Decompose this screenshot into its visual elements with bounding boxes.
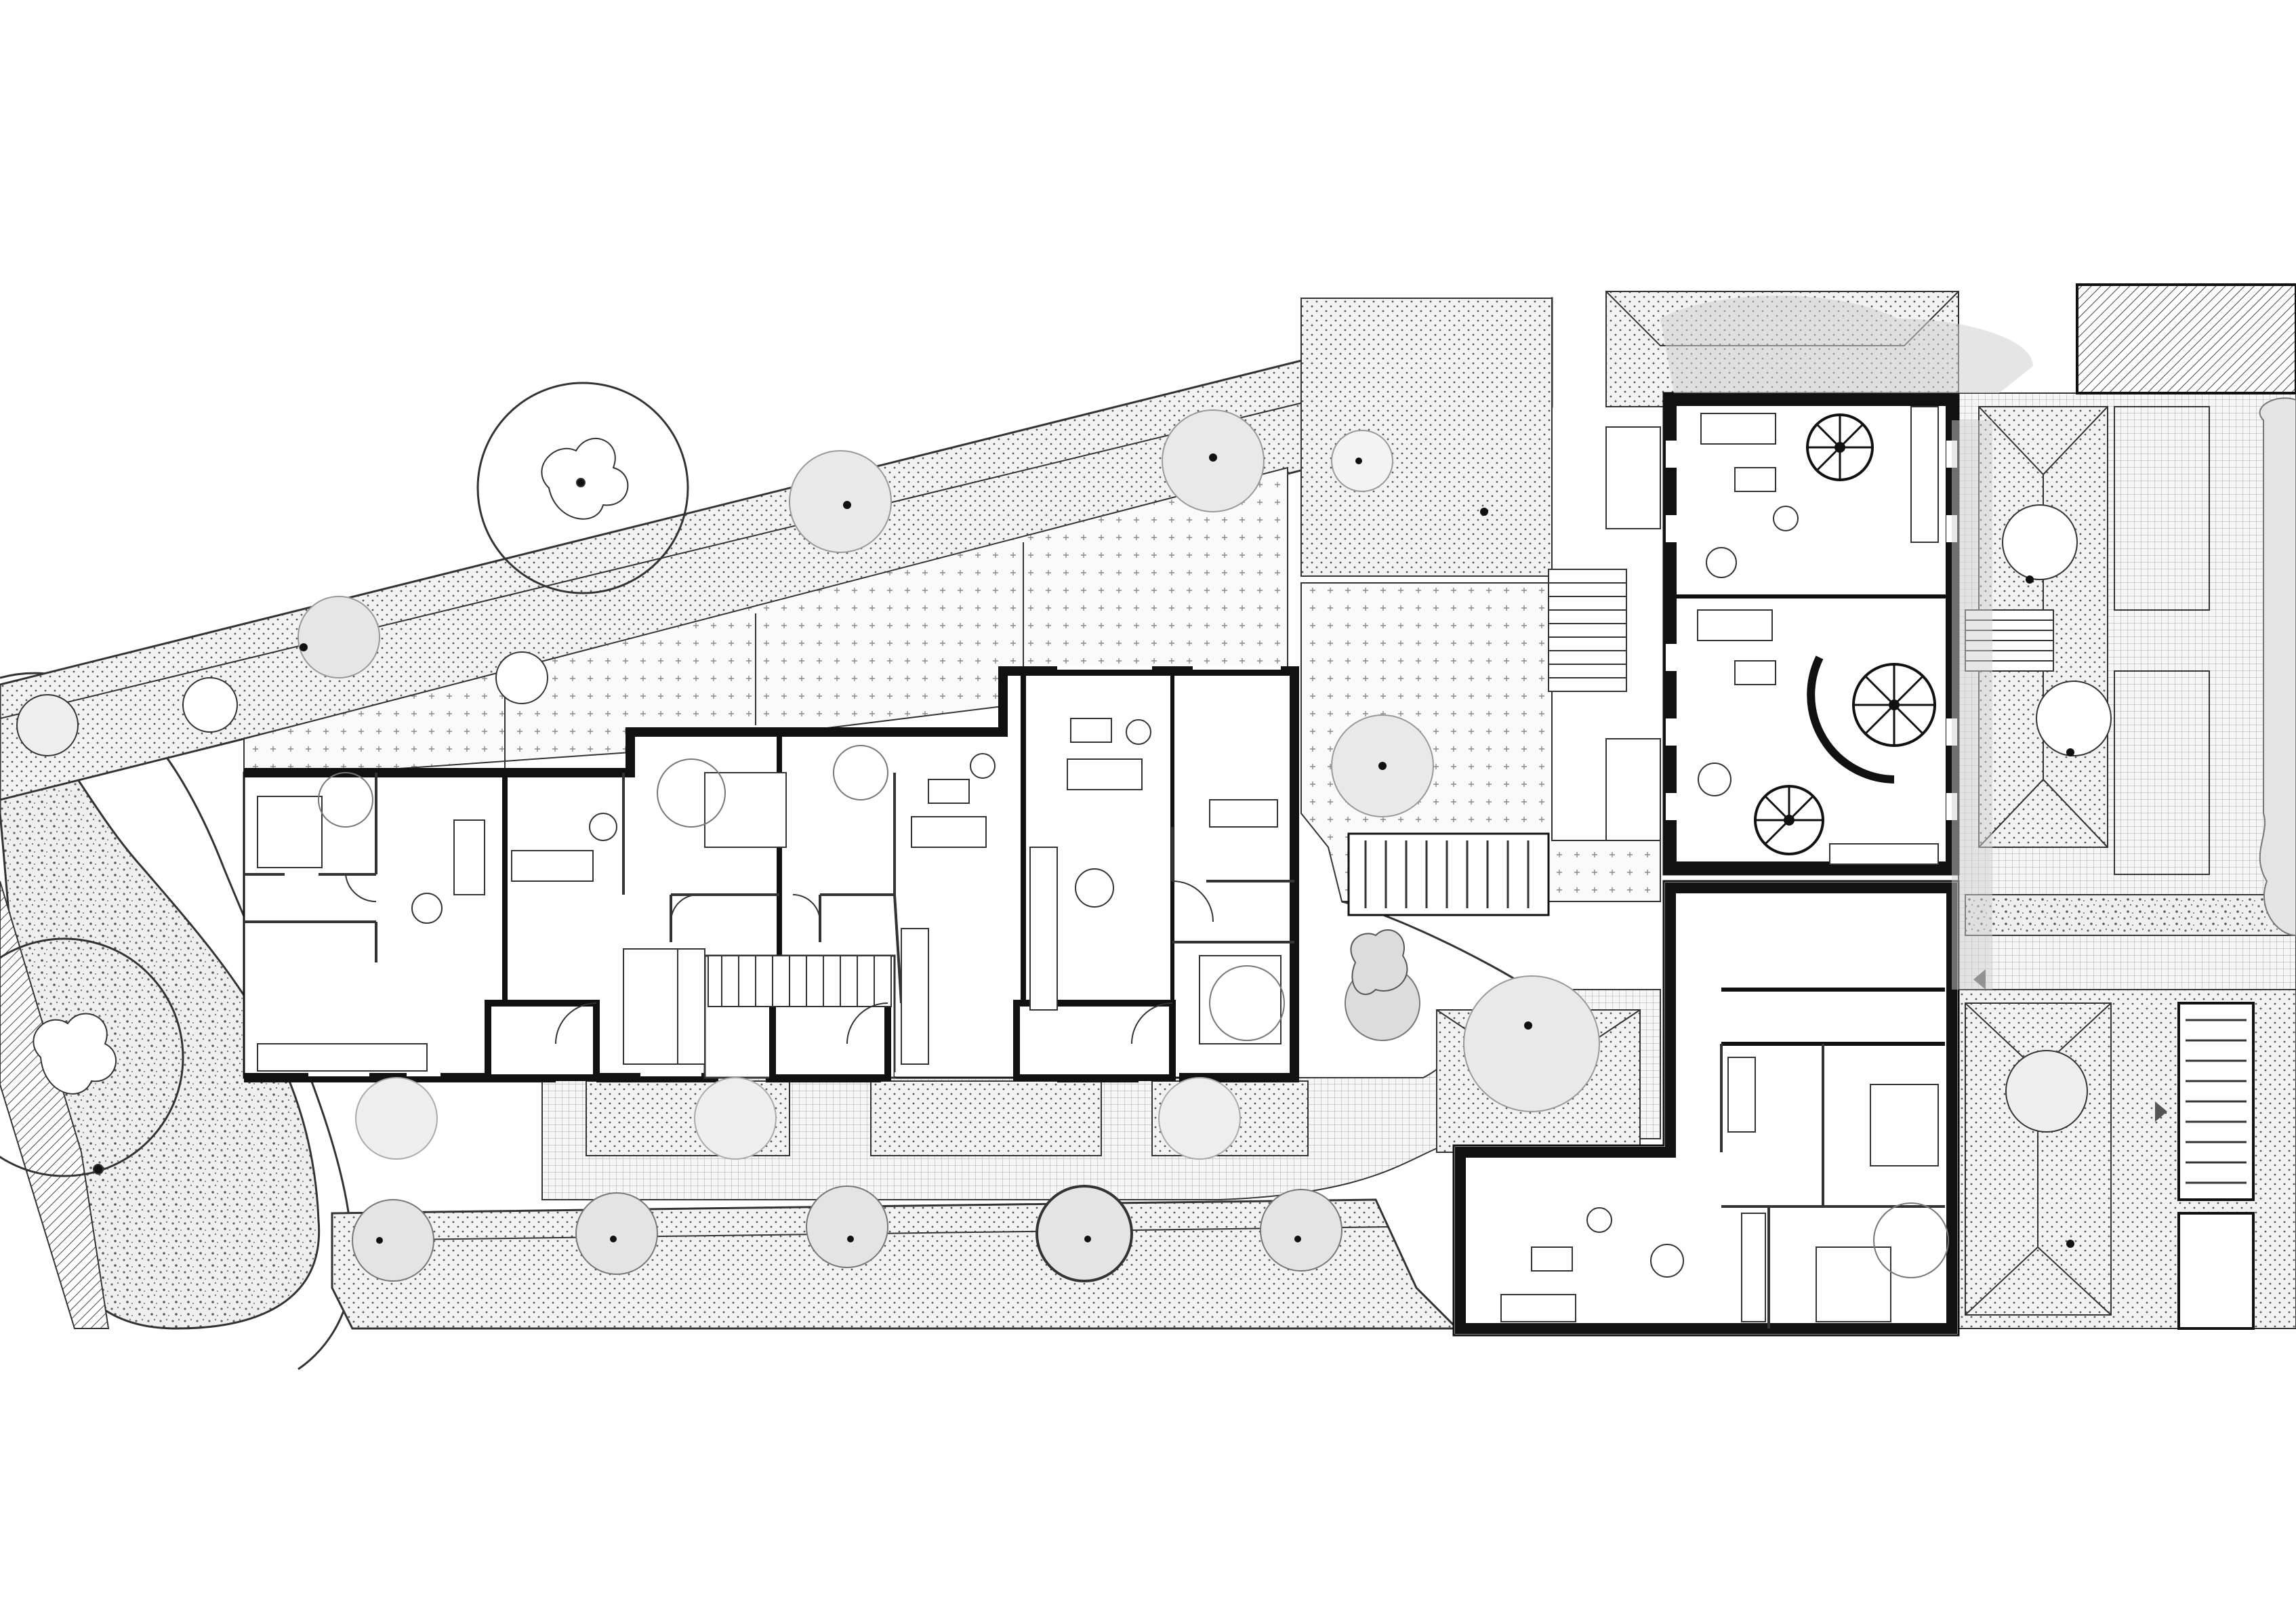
turning-circle-3 <box>1209 965 1285 1041</box>
tree-15 <box>694 1077 777 1160</box>
sofa-3 <box>911 816 987 848</box>
entry-niche-3 <box>769 1000 891 1081</box>
bed-4 <box>1199 955 1282 1044</box>
tower-sofa-2 <box>1697 609 1773 641</box>
annex-kitchen <box>1741 1213 1766 1322</box>
tree-9 <box>1463 975 1600 1112</box>
west-hatched-bank <box>0 880 110 1329</box>
bath-4 <box>1209 799 1278 828</box>
tower-west-porch-1 <box>1605 426 1661 529</box>
annex-turning-circle <box>1873 1202 1949 1278</box>
turning-circle-1 <box>657 758 726 828</box>
outbuilding-east-b <box>1965 1002 2112 1316</box>
sofa-4 <box>1067 758 1143 790</box>
tower-table-1 <box>1734 467 1776 492</box>
chair-4 <box>1126 719 1151 745</box>
sofa-1 <box>453 819 485 895</box>
east-planter-a <box>2114 406 2210 611</box>
east-stone-bed <box>1965 894 2296 936</box>
tower-dining-2 <box>1698 763 1731 796</box>
spiral-stair-2 <box>1807 655 1936 784</box>
arrow-right-east <box>2155 1101 2167 1122</box>
west-row-houses <box>243 666 1299 1082</box>
annex-bed-1 <box>1870 1084 1939 1166</box>
dining-table-3 <box>970 753 996 779</box>
dining-table-2 <box>589 813 617 841</box>
windows <box>308 666 1281 1076</box>
tower-entrance-steps <box>1548 569 1627 692</box>
tree-7 <box>16 694 79 756</box>
entry-niche-4 <box>1013 1000 1176 1081</box>
east-garage <box>2076 283 2296 394</box>
north-strip-line <box>0 342 1553 719</box>
turning-circle-2 <box>833 745 888 800</box>
tree-large-w <box>0 937 184 1177</box>
table-3 <box>928 779 970 804</box>
tree-large-nw <box>476 382 689 594</box>
annex-partitions <box>1720 1044 1945 1328</box>
tower-kitchen-1 <box>1910 406 1939 543</box>
annex-dining <box>1650 1244 1684 1278</box>
tower-west-porch-2 <box>1605 738 1661 841</box>
tree-5 <box>495 651 548 704</box>
shadow-wash-east <box>1952 420 1992 990</box>
tree-12 <box>2036 681 2112 756</box>
annex-chair <box>1586 1207 1612 1233</box>
shrub-cluster-courtyard <box>1350 929 1408 996</box>
bed-2 <box>704 772 787 848</box>
tree-16 <box>1158 1077 1241 1160</box>
table-4 <box>1070 718 1112 743</box>
annex-bath <box>1727 1057 1756 1133</box>
tree-1 <box>789 450 892 553</box>
dining-table-4 <box>1075 868 1114 908</box>
annex-bed-2 <box>1816 1246 1891 1322</box>
trees <box>0 382 2296 1282</box>
east-shrubs <box>2259 397 2296 937</box>
east-planter-b <box>2114 670 2210 875</box>
shared-stair <box>708 955 892 1007</box>
kitchen-counter-3 <box>901 928 929 1065</box>
tower-chair-1 <box>1773 506 1799 531</box>
tower-table-2 <box>1734 660 1776 685</box>
bicycle-rack-east <box>2177 1002 2255 1330</box>
kitchen-counter-2 <box>677 948 705 1065</box>
annex-table <box>1531 1246 1573 1272</box>
sofa-2 <box>511 850 594 882</box>
dining-table-1 <box>411 893 443 924</box>
tree-11 <box>2002 504 2078 580</box>
tower-dining-1 <box>1706 547 1737 578</box>
hedge-trees-south <box>352 1185 1342 1282</box>
tree-4 <box>298 596 380 678</box>
annex-sofa <box>1500 1294 1576 1322</box>
tower-sofa-1 <box>1700 413 1776 445</box>
entry-niche-1 <box>485 1000 600 1081</box>
planter-2 <box>870 1080 1102 1156</box>
bed-1 <box>257 796 323 868</box>
kitchen-island <box>623 948 678 1065</box>
tree-14 <box>355 1077 438 1160</box>
tree-13 <box>2005 1050 2088 1133</box>
kitchen-counter-4 <box>1029 847 1058 1011</box>
spiral-stair-1 <box>1806 413 1874 481</box>
kitchen-counter-1 <box>257 1043 428 1072</box>
tower-kitchen-2 <box>1829 843 1939 865</box>
turning-circle-4 <box>318 772 373 828</box>
spiral-stair-3 <box>1754 785 1824 855</box>
tree-6 <box>182 677 238 733</box>
door-swings <box>345 874 1214 1044</box>
bicycle-rack-central <box>1347 832 1550 916</box>
shadow-wash-north <box>1660 296 2033 393</box>
east-tower-block <box>1548 392 2054 876</box>
